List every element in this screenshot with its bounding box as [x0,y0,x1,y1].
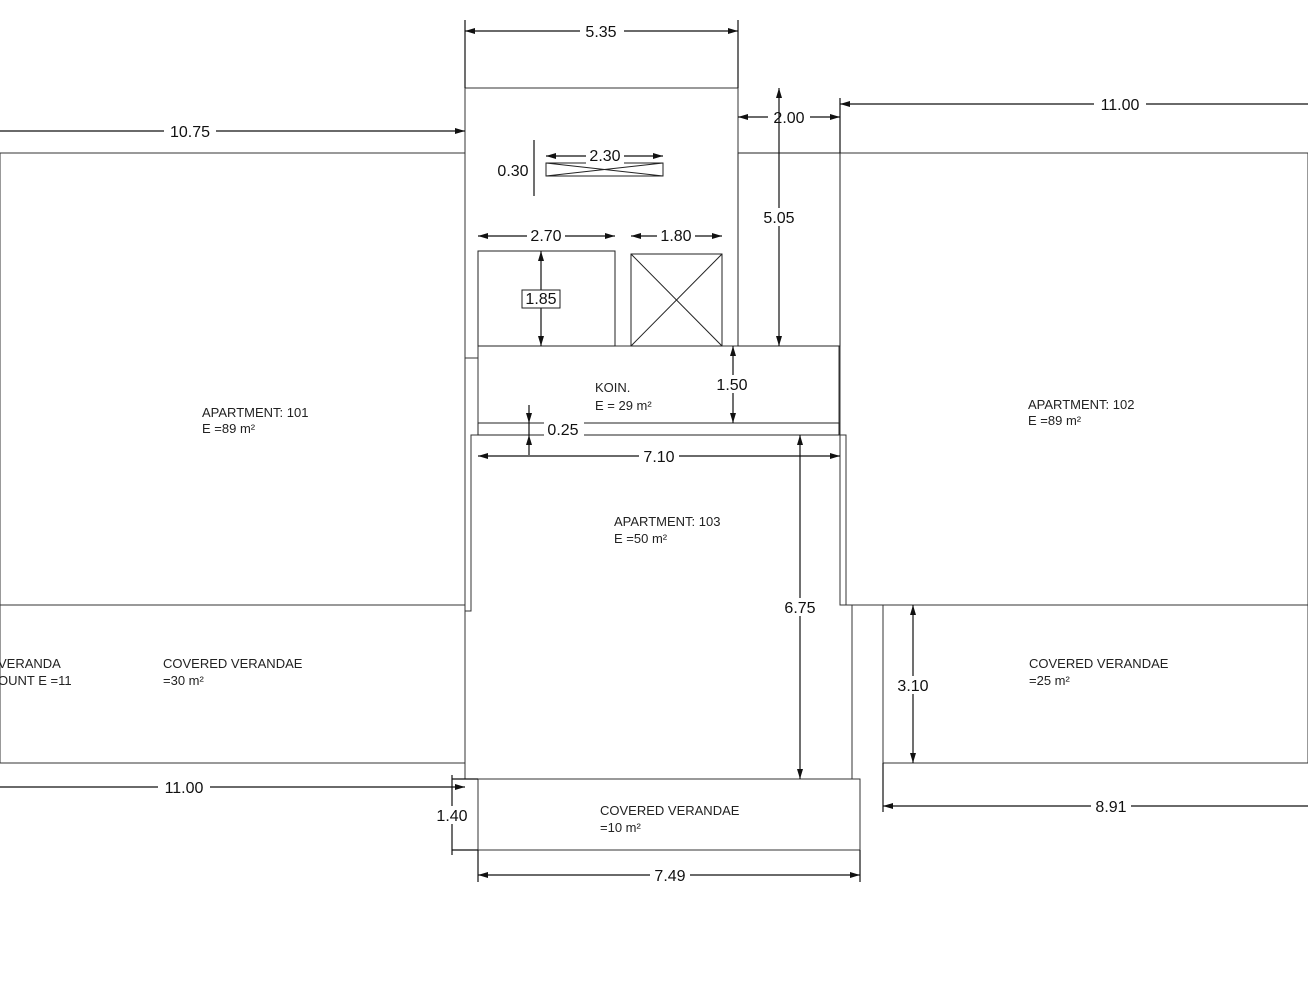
dim-label-core-height: 5.05 [763,210,794,227]
apartment-102-area [839,152,1308,606]
apt101-name: APARTMENT: 101 [202,405,308,420]
shaft-opening [737,152,841,347]
dim-stair-height: 1.85 [521,251,561,346]
dim-apt103-height: 6.75 [781,435,819,779]
dim-right-veranda-height: 3.10 [894,605,932,763]
dim-label-bottom-veranda-width: 7.49 [654,868,685,885]
koin-area: E = 29 m² [595,398,652,413]
apt102-name: APARTMENT: 102 [1028,397,1134,412]
koin-name: KOIN. [595,380,630,395]
apt102-area: E =89 m² [1028,413,1082,428]
duct-cross-b [545,162,664,177]
dim-label-right-top: 11.00 [1101,97,1140,114]
veranda-bottom-area: =10 m² [600,820,641,835]
dim-left-bottom: 11.00 [0,778,465,797]
veranda-right-area: =25 m² [1029,673,1070,688]
veranda-left-area: =30 m² [163,673,204,688]
dim-label-koin-height: 1.50 [716,377,747,394]
dim-label-right-bottom: 8.91 [1095,799,1126,816]
dim-label-bottom-veranda-height: 1.40 [436,808,467,825]
koin-area [477,345,840,424]
dim-left-top: 10.75 [0,122,465,141]
dim-label-gap: 0.25 [547,422,578,439]
dim-label-left-top: 10.75 [170,124,210,141]
apartment-101-area [0,152,466,606]
veranda-left-name: COVERED VERANDAE [163,656,303,671]
dim-core-offset: 2.00 [738,108,840,127]
dim-koin-height: 1.50 [713,346,751,423]
dim-bottom-veranda-height: 1.40 [432,775,478,855]
veranda-left-area [0,604,466,764]
dim-label-apt103-width: 7.10 [643,449,674,466]
dim-apt103-width: 7.10 [478,447,840,466]
dim-label-top-width: 5.35 [585,24,616,41]
dim-label-duct-width: 2.30 [589,148,620,165]
veranda-right-area [882,604,1308,764]
veranda-left-partial-area: OUNT E =11 [0,673,72,688]
veranda-bottom-area [477,778,861,851]
dim-stair-width: 2.70 [478,227,615,245]
dim-label-stair-height: 1.85 [525,291,556,308]
dim-label-apt103-height: 6.75 [784,600,815,617]
dim-label-duct-height: 0.30 [497,163,528,180]
dim-bottom-veranda-width: 7.49 [477,850,861,885]
dim-right-top: 11.00 [839,95,1308,153]
dim-top-width: 5.35 [464,20,739,88]
dim-label-right-veranda-height: 3.10 [897,678,928,695]
dim-lift-width: 1.80 [631,227,722,245]
dim-label-left-bottom: 11.00 [165,780,204,797]
veranda-bottom-name: COVERED VERANDAE [600,803,740,818]
dim-duct-height: 0.30 [494,140,535,196]
apt101-area: E =89 m² [202,421,256,436]
apt103-name: APARTMENT: 103 [614,514,720,529]
dim-right-bottom: 8.91 [882,763,1308,816]
veranda-right-name: COVERED VERANDAE [1029,656,1169,671]
veranda-left-partial-name: VERANDA [0,656,61,671]
dim-label-lift-width: 1.80 [660,228,691,245]
lift-cross-b [630,253,723,347]
dim-label-stair-width: 2.70 [530,228,561,245]
dim-duct-width: 2.30 [546,147,663,165]
dim-label-core-offset: 2.00 [773,110,804,127]
dim-core-height: 5.05 [760,88,800,346]
apt103-area: E =50 m² [614,531,668,546]
dim-gap: 0.25 [526,405,584,455]
corridor-strip [477,422,840,436]
